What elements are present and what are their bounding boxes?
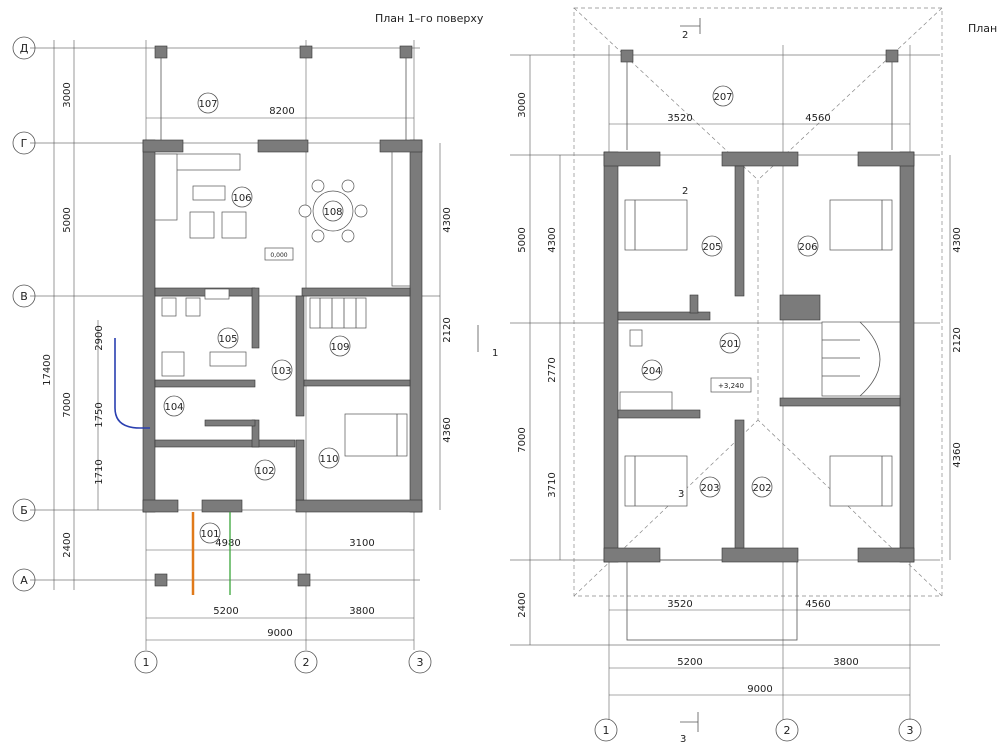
plan-second-floor: План 3000 5000 7000 2400 4300 2770 3710 …	[510, 7, 997, 745]
p2-dim-left-4300: 4300	[547, 227, 558, 252]
p2-section-3-bottom: 3	[680, 734, 686, 745]
dim-right-4360: 4360	[442, 417, 453, 442]
p2-dim-left-3710: 3710	[547, 472, 558, 497]
dim-bottom-9000: 9000	[267, 628, 292, 639]
p2-dim-bottom-4560: 4560	[805, 599, 830, 610]
room-110: 110	[319, 454, 338, 465]
room-107: 107	[198, 99, 217, 110]
row-axis-g: Г	[21, 137, 28, 150]
section-mark-1: 1	[492, 348, 498, 359]
room-108: 108	[323, 207, 342, 218]
column-axis-markers: 1 2 3	[134, 650, 432, 674]
plan1-walls	[142, 139, 423, 513]
dim-top-8200: 8200	[269, 106, 294, 117]
p2-dim-top-3520: 3520	[667, 113, 692, 124]
level-mark-ground: 0,000	[270, 252, 287, 259]
dim-left-2900: 2900	[94, 325, 105, 350]
p2-dim-left-2770: 2770	[547, 357, 558, 382]
row-axis-d: Д	[20, 42, 29, 55]
col-axis-1: 1	[143, 656, 150, 669]
dim-right-4300: 4300	[442, 207, 453, 232]
room-203: 203	[700, 483, 719, 494]
dim-left-5000: 5000	[62, 207, 73, 232]
p2-dim-left-7000: 7000	[517, 427, 528, 452]
p2-dim-right-4300: 4300	[952, 227, 963, 252]
p2-section-2-top: 2	[682, 30, 688, 41]
room-109: 109	[330, 342, 349, 353]
col-axis-3: 3	[417, 656, 424, 669]
p2-dim-top-4560: 4560	[805, 113, 830, 124]
p2-dim-right-2120: 2120	[952, 327, 963, 352]
p2-dim-bottom-9000: 9000	[747, 684, 772, 695]
p2-section-3-mid: 3	[678, 489, 684, 500]
p2-dim-bottom-3520: 3520	[667, 599, 692, 610]
dim-bottom-5200: 5200	[213, 606, 238, 617]
dim-left-1710: 1710	[94, 459, 105, 484]
row-axis-v: В	[20, 290, 28, 303]
plan1-room-labels: 107 106 108 105 109 103 104 102 110 101	[163, 92, 351, 544]
room-207: 207	[713, 92, 732, 103]
room-105: 105	[218, 334, 237, 345]
dim-left-total: 17400	[42, 354, 53, 386]
plan2-walls	[603, 151, 915, 563]
room-106: 106	[232, 193, 251, 204]
plan2-title: План	[968, 22, 997, 35]
level-mark-second: +3,240	[718, 382, 744, 390]
dim-right-2120: 2120	[442, 317, 453, 342]
p2-dim-left-3000: 3000	[517, 92, 528, 117]
room-201: 201	[720, 339, 739, 350]
p2-col-axis-2: 2	[784, 724, 791, 737]
p2-section-2-mid: 2	[682, 186, 688, 197]
dim-left-1750: 1750	[94, 402, 105, 427]
p2-dim-right-4360: 4360	[952, 442, 963, 467]
dim-left-7000: 7000	[62, 392, 73, 417]
room-204: 204	[642, 366, 661, 377]
dim-left-2400: 2400	[62, 532, 73, 557]
room-206: 206	[798, 242, 817, 253]
dim-left-3000: 3000	[62, 82, 73, 107]
p2-dim-bottom-5200: 5200	[677, 657, 702, 668]
p2-dim-bottom-3800: 3800	[833, 657, 858, 668]
plan-first-floor: План 1–го поверху Д Г В Б А 1 2	[12, 12, 498, 674]
room-102: 102	[255, 466, 274, 477]
plan2-room-labels: 207 205 206 201 204 203 202	[641, 85, 819, 498]
col-axis-2: 2	[303, 656, 310, 669]
dim-inner-3100: 3100	[349, 538, 374, 549]
room-202: 202	[752, 483, 771, 494]
p2-dim-left-2400: 2400	[517, 592, 528, 617]
plan1-title: План 1–го поверху	[375, 12, 484, 25]
dim-inner-4980: 4980	[215, 538, 240, 549]
room-104: 104	[164, 402, 183, 413]
p2-col-axis-3: 3	[907, 724, 914, 737]
room-103: 103	[272, 366, 291, 377]
room-205: 205	[702, 242, 721, 253]
p2-col-axis-1: 1	[603, 724, 610, 737]
room-101: 101	[200, 529, 219, 540]
row-axis-markers: Д Г В Б А	[12, 36, 36, 592]
row-axis-b: Б	[20, 504, 28, 517]
row-axis-a: А	[20, 574, 28, 587]
dim-bottom-3800: 3800	[349, 606, 374, 617]
p2-dim-left-5000: 5000	[517, 227, 528, 252]
